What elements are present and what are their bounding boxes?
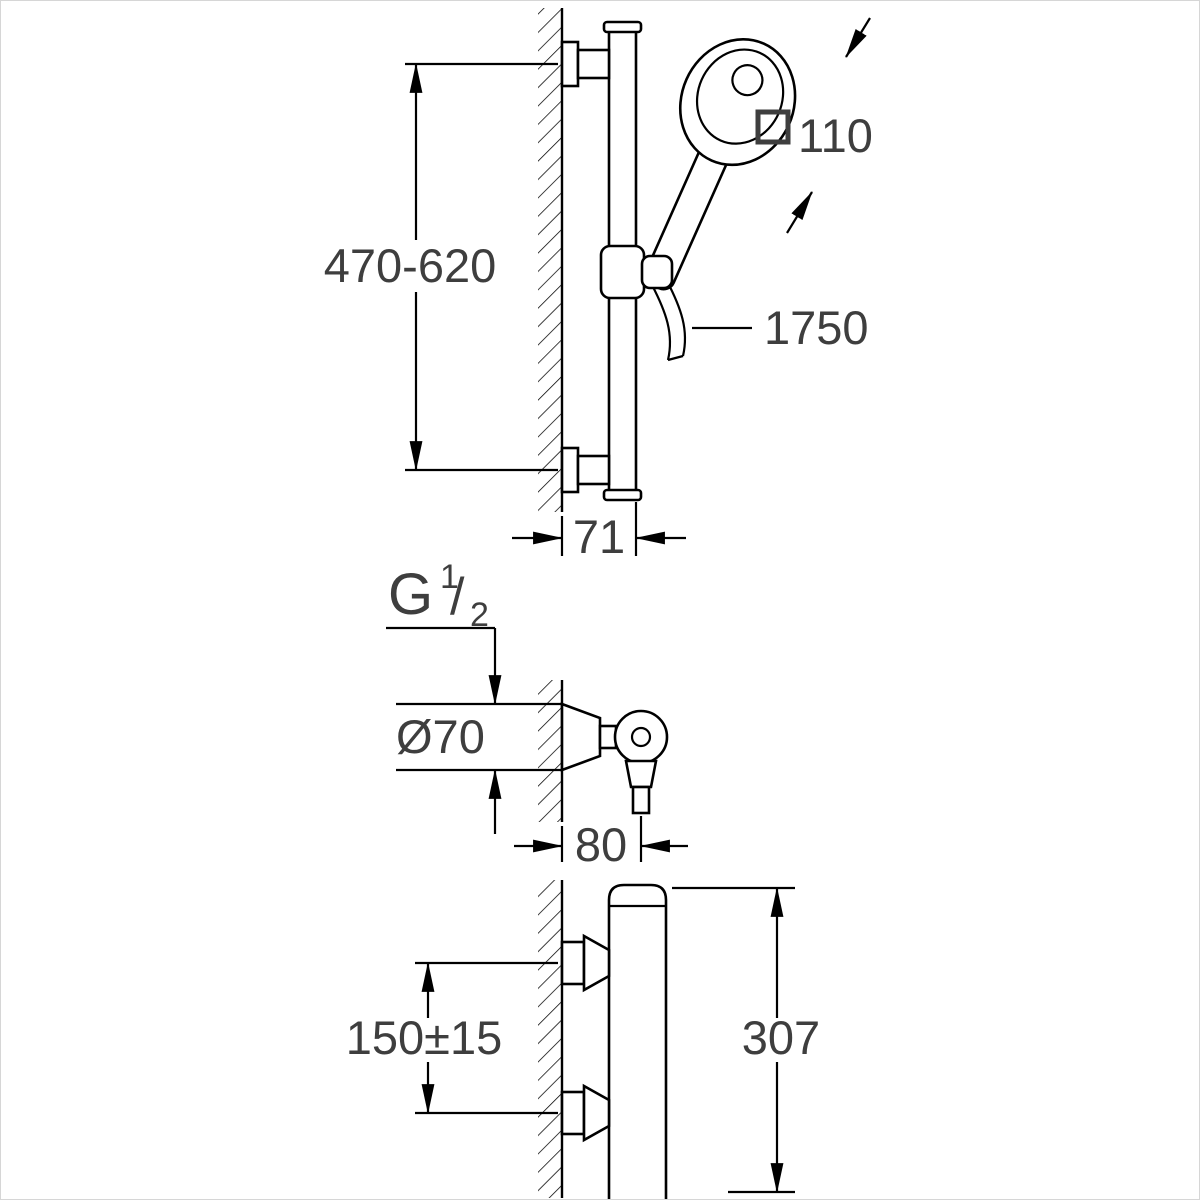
dimension-wall-offset: 71	[512, 502, 686, 563]
outlet-nut	[624, 759, 658, 789]
thermostat-mixer-view: 150±15 307	[346, 880, 820, 1199]
holder-clamp	[640, 254, 674, 290]
rail-bottom-cap	[602, 488, 643, 502]
lower-connection	[560, 1083, 611, 1143]
hose-end	[667, 354, 684, 362]
shower-rail-view: 470-620 110 1750 71	[324, 8, 873, 563]
thread-size-label: G 1 / 2	[386, 558, 502, 706]
dimension-hose-length: 1750	[692, 301, 869, 354]
hose-left-edge	[651, 284, 672, 361]
escutcheon-diameter-label: Ø70	[396, 710, 485, 763]
connection-escutcheon	[582, 933, 611, 993]
wall-hatch-bottom	[538, 880, 562, 1198]
outlet-fitting	[560, 702, 669, 815]
mixer-cylinder	[607, 883, 668, 1199]
escutcheon-cone	[560, 702, 602, 772]
diagonal-arrow-lower	[786, 191, 813, 234]
connection-escutcheon	[582, 1083, 611, 1143]
connection-nut	[560, 940, 586, 986]
dimension-connection-spacing: 150±15	[346, 961, 558, 1115]
bottom-bracket-arm	[576, 454, 611, 486]
wall-outlet-view: G 1 / 2 Ø70 80	[386, 558, 688, 871]
wall-hatch-middle	[538, 680, 562, 822]
wall-offset-label: 71	[573, 510, 625, 563]
top-bracket-arm	[576, 48, 611, 80]
hose-length-label: 1750	[764, 301, 869, 354]
fitting-neck	[598, 724, 618, 750]
swivel-union	[613, 709, 669, 765]
thread-denominator: 2	[470, 596, 489, 634]
body-height-label: 307	[742, 1011, 820, 1064]
hose-right-edge	[666, 280, 687, 357]
outlet-offset-label: 80	[575, 818, 627, 871]
thread-numerator: 1	[440, 558, 459, 596]
bottom-bracket-flange	[560, 446, 580, 494]
hand-shower-head	[678, 38, 797, 167]
slider-body	[599, 244, 646, 300]
connection-nut	[560, 1090, 586, 1136]
dimension-escutcheon-diameter: Ø70	[396, 702, 562, 834]
thread-letter: G	[388, 562, 433, 627]
rail-slider-holder	[599, 244, 674, 300]
top-bracket-flange	[560, 40, 580, 88]
upper-connection	[560, 933, 611, 993]
union-center-detail	[630, 726, 652, 748]
shower-hose	[651, 280, 687, 362]
thread-divider: /	[450, 568, 465, 626]
dimension-outlet-offset: 80	[514, 816, 688, 871]
rail-height-label: 470-620	[324, 239, 497, 292]
rail-top-cap	[602, 20, 643, 34]
diagonal-arrow-upper	[845, 17, 871, 58]
dimension-head-width: 110	[755, 17, 873, 234]
head-width-label: 110	[798, 109, 873, 162]
dimension-rail-height: 470-620	[324, 62, 558, 472]
outlet-spout	[631, 785, 651, 815]
connection-spacing-label: 150±15	[346, 1011, 503, 1064]
dimension-body-height: 307	[672, 886, 820, 1194]
mixer-body	[607, 883, 668, 1199]
wall-hatch-top	[538, 8, 562, 512]
spray-center	[731, 64, 764, 97]
square-symbol-icon	[755, 109, 791, 145]
